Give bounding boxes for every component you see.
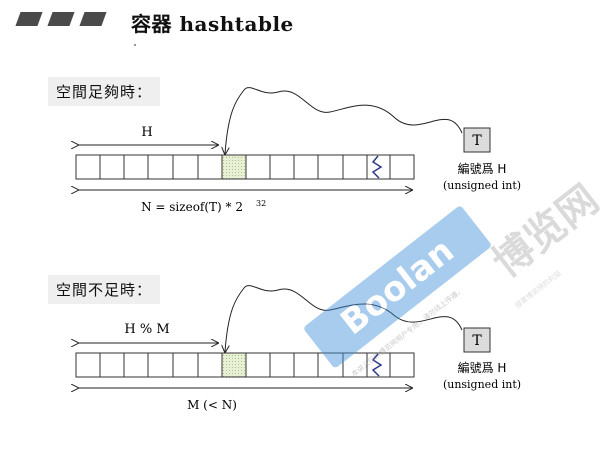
caption-hash-top: 編號爲 H <box>458 161 507 176</box>
title-dot <box>134 44 136 46</box>
size-label-exponent: 32 <box>256 199 266 208</box>
section-label-insufficient-space: 空間不足時： <box>48 275 161 304</box>
caption-type-top: (unsigned int) <box>443 179 521 192</box>
hash-cell-bottom <box>221 352 247 378</box>
caption-type-bottom: (unsigned int) <box>443 378 521 391</box>
element-node-bottom <box>463 327 491 353</box>
bucket-array-top <box>75 154 415 180</box>
element-node-label-top: T <box>472 133 482 149</box>
size-label-n: N = sizeof(T) * 2 <box>141 200 243 214</box>
hash-cell-top <box>221 154 247 180</box>
insert-curve-top <box>225 87 463 154</box>
break-mark-top <box>371 155 383 179</box>
page-title: 容器 hashtable <box>131 12 294 36</box>
section-label-enough-space: 空間足夠時： <box>48 77 161 106</box>
size-label-m: M (< N) <box>187 398 237 412</box>
insert-curve-bottom <box>225 285 463 352</box>
element-node-top <box>463 127 491 153</box>
span-label-hmod: H % M <box>124 322 169 337</box>
bucket-array-bottom <box>75 352 415 378</box>
break-mark-bottom <box>371 353 383 377</box>
span-label-h: H <box>141 125 152 140</box>
element-node-label-bottom: T <box>472 333 482 349</box>
caption-hash-bottom: 編號爲 H <box>458 360 507 375</box>
